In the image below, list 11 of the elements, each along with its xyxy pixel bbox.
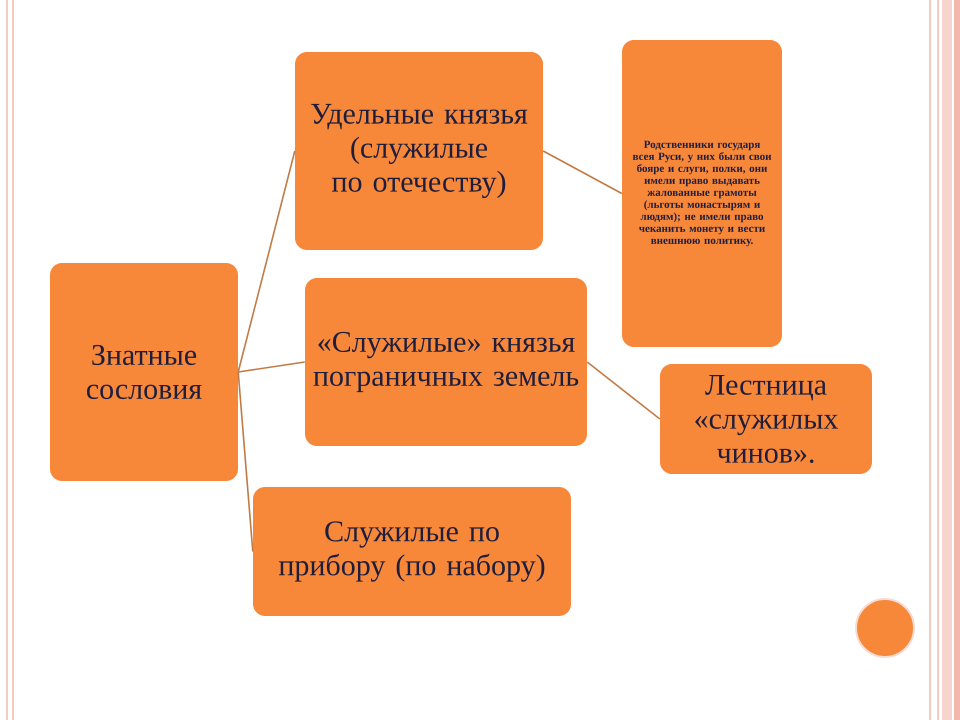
text-box: Удельные князья (служилые по отечеству) [295,52,543,250]
text-box: Знатные сословия [50,263,238,481]
connector-line [586,361,660,420]
connector-line [237,150,296,372]
connector-line [237,372,254,552]
text-box: Родственники государя всея Руси, у них были свои бояре и слуги, полки, они имели право выдавать жалованные грамоты (льготы монастырям и людям); не имели право чеканить монету и вести внешнюю политику. [622,40,782,347]
text-box: Лестница «служилых чинов». [660,364,872,474]
connector-line [238,361,305,373]
connector-line [542,150,622,194]
text-box: «Служилые» князья пограничных земель [305,278,587,446]
text-box: Служилые по прибору (по набору) [253,487,571,616]
